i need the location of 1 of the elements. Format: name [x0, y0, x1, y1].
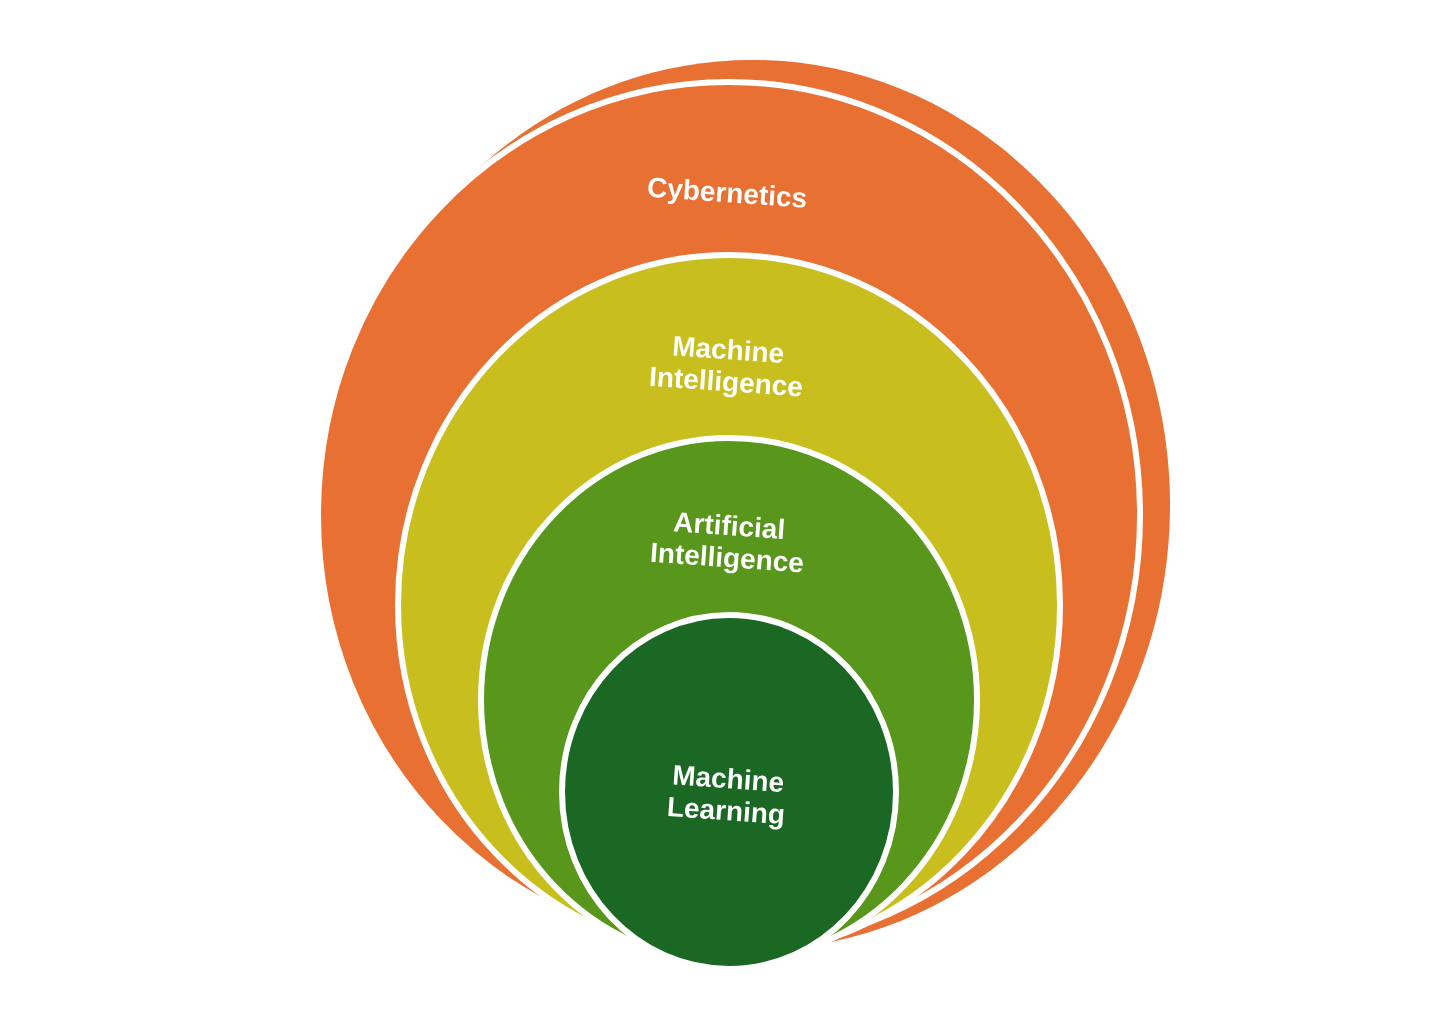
ellipse-region: Machine Learning — [559, 612, 899, 972]
